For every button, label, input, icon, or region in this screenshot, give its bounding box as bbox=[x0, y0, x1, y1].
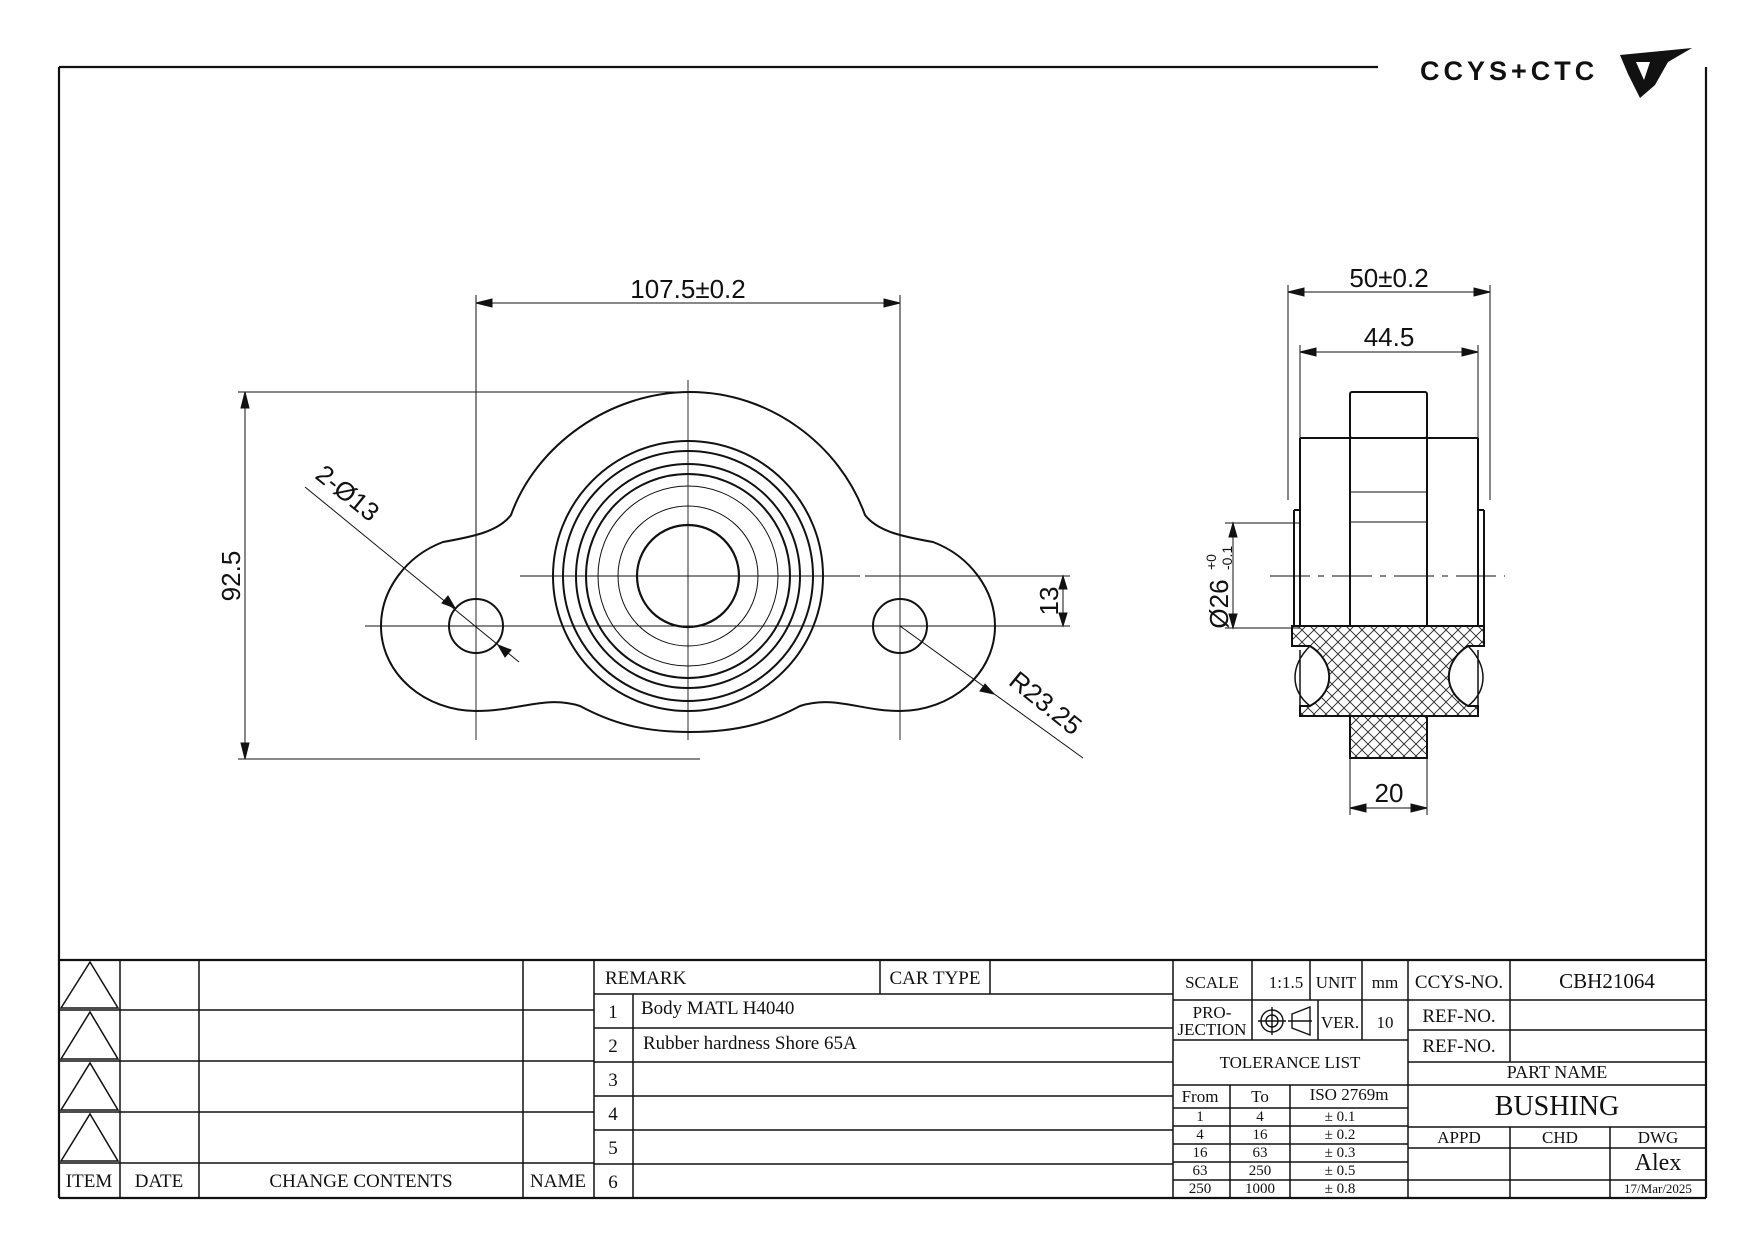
ver-value: 10 bbox=[1377, 1013, 1394, 1032]
tol-header-from: From bbox=[1182, 1087, 1219, 1106]
header-item: ITEM bbox=[66, 1171, 113, 1192]
dim-front-width: 107.5±0.2 bbox=[630, 274, 745, 304]
dim-radius: R23.25 bbox=[1004, 665, 1088, 741]
bore bbox=[635, 523, 741, 629]
dim-side-dia-tol-lower: -0.1 bbox=[1219, 546, 1235, 570]
part-name-label: PART NAME bbox=[1507, 1062, 1607, 1082]
tol-val-3: ± 0.3 bbox=[1325, 1145, 1356, 1161]
ver-label: VER. bbox=[1321, 1013, 1359, 1032]
remark-no-2: 2 bbox=[608, 1036, 618, 1057]
tol-val-4: ± 0.5 bbox=[1325, 1163, 1356, 1179]
side-upper-body bbox=[1299, 437, 1479, 626]
remark-text-2: Rubber hardness Shore 65A bbox=[643, 1033, 857, 1054]
side-section-hatch bbox=[1291, 625, 1485, 717]
remark-no-5: 5 bbox=[608, 1138, 618, 1159]
side-bottom-boss bbox=[1349, 715, 1428, 759]
tolerance-title: TOLERANCE LIST bbox=[1220, 1053, 1361, 1072]
side-view bbox=[1270, 391, 1505, 759]
dim-offset: 13 bbox=[1034, 587, 1064, 616]
remark-no-1: 1 bbox=[608, 1002, 618, 1023]
logo-mark-icon bbox=[1620, 48, 1692, 98]
ring-5 bbox=[597, 485, 779, 667]
ccys-no-value: CBH21064 bbox=[1559, 969, 1655, 993]
dwg-name: Alex bbox=[1635, 1150, 1682, 1176]
company-logo: CCYS+CTC bbox=[1420, 48, 1692, 98]
side-top-boss bbox=[1349, 391, 1428, 439]
appd-label: APPD bbox=[1437, 1128, 1480, 1147]
ring-3 bbox=[575, 463, 801, 689]
ref-no-label-1: REF-NO. bbox=[1422, 1006, 1495, 1027]
ring-1 bbox=[552, 440, 824, 712]
sheet-border bbox=[57, 65, 1708, 1200]
tol-val-5: ± 0.8 bbox=[1325, 1181, 1356, 1197]
projection-label-1: PRO- bbox=[1193, 1003, 1232, 1022]
dwg-date: 17/Mar/2025 bbox=[1624, 1181, 1692, 1196]
tol-from-5: 250 bbox=[1189, 1181, 1212, 1197]
unit-label: UNIT bbox=[1316, 973, 1357, 992]
tol-header-to: To bbox=[1251, 1087, 1269, 1106]
remark-text-1: Body MATL H4040 bbox=[641, 998, 794, 1019]
front-view bbox=[365, 380, 1010, 740]
dwg-label: DWG bbox=[1638, 1128, 1679, 1147]
tol-header-iso: ISO 2769m bbox=[1310, 1085, 1389, 1104]
remark-no-3: 3 bbox=[608, 1070, 618, 1091]
tolerance-rows: 1 4 ± 0.1 4 16 ± 0.2 16 63 ± 0.3 63 250 … bbox=[1189, 1109, 1356, 1197]
projection-symbol-icon bbox=[1258, 1005, 1312, 1037]
flange-outline bbox=[379, 390, 997, 734]
scale-value: 1:1.5 bbox=[1269, 973, 1303, 992]
chd-label: CHD bbox=[1542, 1128, 1578, 1147]
tol-to-2: 16 bbox=[1253, 1127, 1269, 1143]
logo-text: CCYS+CTC bbox=[1420, 56, 1598, 86]
tol-from-3: 16 bbox=[1193, 1145, 1209, 1161]
revision-headers: ITEM DATE CHANGE CONTENTS NAME bbox=[66, 1171, 586, 1192]
title-block-right: CCYS-NO. CBH21064 REF-NO. REF-NO. PART N… bbox=[1415, 969, 1692, 1196]
tol-to-4: 250 bbox=[1249, 1163, 1272, 1179]
tol-to-3: 63 bbox=[1253, 1145, 1268, 1161]
front-dimensions bbox=[238, 295, 1084, 760]
remark-no-6: 6 bbox=[608, 1172, 618, 1193]
dim-holes: 2-Ø13 bbox=[310, 459, 385, 528]
tol-from-2: 4 bbox=[1196, 1127, 1204, 1143]
header-name: NAME bbox=[530, 1171, 586, 1192]
dim-side-dia: Ø26 bbox=[1204, 579, 1234, 628]
ring-4 bbox=[585, 473, 791, 679]
projection-label-2: JECTION bbox=[1178, 1020, 1247, 1039]
header-date: DATE bbox=[135, 1171, 184, 1192]
scale-label: SCALE bbox=[1185, 973, 1239, 992]
ring-2 bbox=[562, 450, 814, 702]
unit-value: mm bbox=[1372, 973, 1398, 992]
scale-tolerance-block: SCALE 1:1.5 UNIT mm PRO- JECTION VER. 10… bbox=[1178, 973, 1399, 1106]
dim-side-dia-tol-upper: +0 bbox=[1203, 554, 1219, 570]
dim-side-boss: 20 bbox=[1375, 778, 1404, 808]
side-dimensions bbox=[1225, 285, 1491, 815]
part-name-value: BUSHING bbox=[1495, 1091, 1619, 1122]
table-grid bbox=[59, 960, 1706, 1198]
remarks-block: REMARK CAR TYPE 1 Body MATL H4040 2 Rubb… bbox=[605, 968, 980, 1193]
car-type-label: CAR TYPE bbox=[890, 968, 981, 989]
dim-side-width: 50±0.2 bbox=[1349, 263, 1428, 293]
remark-label: REMARK bbox=[605, 968, 687, 989]
dim-front-height: 92.5 bbox=[216, 551, 246, 602]
tol-from-1: 1 bbox=[1196, 1109, 1204, 1125]
ccys-no-label: CCYS-NO. bbox=[1415, 972, 1503, 993]
tol-val-2: ± 0.2 bbox=[1325, 1127, 1356, 1143]
tol-val-1: ± 0.1 bbox=[1325, 1109, 1356, 1125]
ring-6 bbox=[617, 505, 759, 647]
ref-no-label-2: REF-NO. bbox=[1422, 1036, 1495, 1057]
tol-to-5: 1000 bbox=[1245, 1181, 1275, 1197]
front-centerlines bbox=[365, 380, 1010, 740]
side-dim-texts: 50±0.2 44.5 Ø26 +0 -0.1 20 bbox=[1203, 263, 1429, 808]
tol-to-1: 4 bbox=[1256, 1109, 1264, 1125]
tol-from-4: 63 bbox=[1193, 1163, 1208, 1179]
header-change-contents: CHANGE CONTENTS bbox=[269, 1171, 452, 1192]
remark-no-4: 4 bbox=[608, 1104, 618, 1125]
dim-side-inner: 44.5 bbox=[1364, 322, 1415, 352]
